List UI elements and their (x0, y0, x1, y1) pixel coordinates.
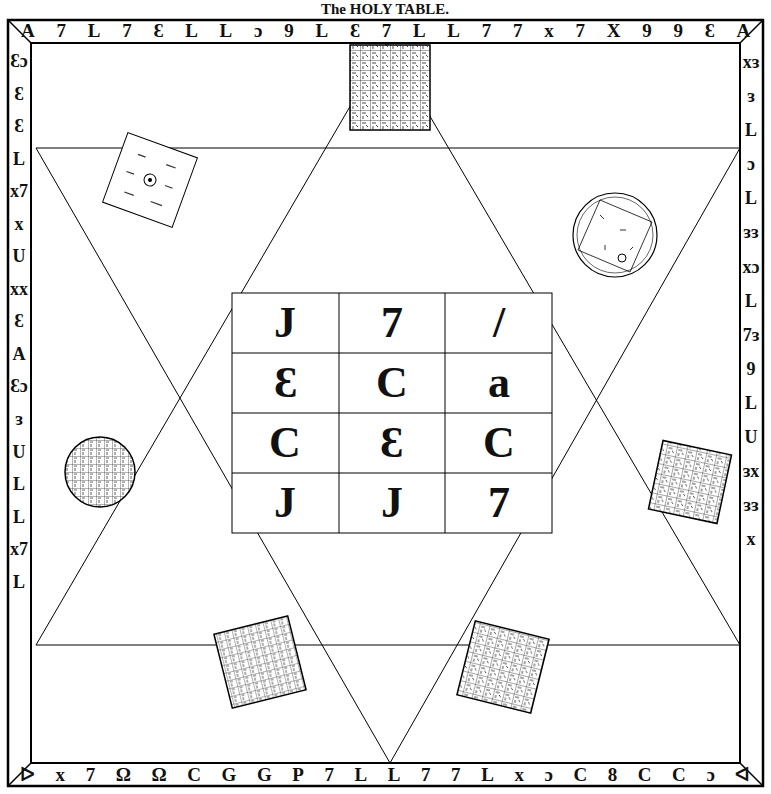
grid-cell-letter: J (274, 301, 296, 345)
bottom-right-seal (457, 621, 549, 713)
right-square-seal (648, 440, 731, 523)
grid-cell-letter: C (483, 421, 515, 465)
enochian-border: A7L7ƐLLɔ9LƐ7LL77x7X99ƐA (21, 20, 771, 42)
upward-triangle (36, 43, 740, 645)
grid-cell-letter: Ɛ (380, 421, 403, 465)
grid-cell-letter: a (488, 361, 510, 405)
top-seal (350, 45, 430, 130)
bottom-left-seal (214, 616, 306, 708)
grid-cell-letter: C (376, 361, 408, 405)
grid-cell-letter: 7 (381, 301, 403, 345)
right-circle-seal (573, 193, 657, 277)
grid-cell-letter: J (381, 481, 403, 525)
grid-cell-letter: 7 (488, 481, 510, 525)
enochian-border: ƐɔƐƐLx7xUxxƐAƐɔɜULLx7L (10, 45, 28, 598)
grid-cell-letter: J (274, 481, 296, 525)
inner-frame (31, 43, 740, 763)
grid-cell-letter: / (493, 301, 505, 345)
central-grid (232, 293, 552, 533)
left-square-seal (103, 133, 198, 228)
downward-triangle (36, 148, 740, 763)
left-circle-seal (65, 437, 135, 507)
title: The HOLY TABLE. (321, 1, 449, 18)
outer-frame (8, 20, 763, 786)
enochian-border: ᐅx7ΩΩCGGP7LL77LxɔC8CCɔᐊ (20, 763, 771, 786)
grid-cell-letter: Ɛ (274, 361, 297, 405)
enochian-border: xɜɜLɔLɜɜxɔL7ɜ9LUɜxɜɜx (742, 45, 760, 556)
grid-cell-letter: C (269, 421, 301, 465)
